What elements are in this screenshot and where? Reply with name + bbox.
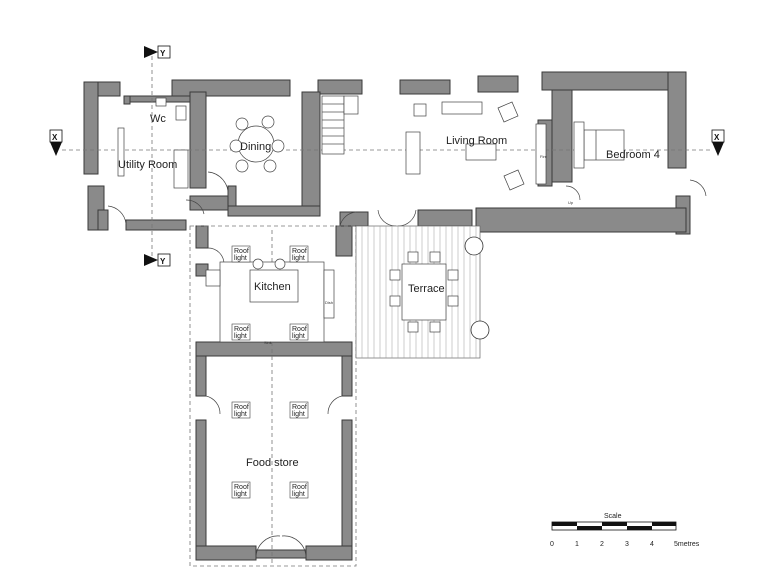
section-marker-top-y: Y	[144, 45, 171, 59]
section-marker-bottom-y: Y	[144, 253, 171, 267]
living-furniture	[405, 101, 547, 191]
svg-text:light: light	[292, 411, 305, 418]
svg-text:Y: Y	[160, 49, 166, 58]
svg-text:Roof: Roof	[292, 248, 307, 255]
kitchen-fixtures	[205, 258, 335, 343]
dining-table	[229, 115, 285, 173]
svg-text:light: light	[292, 491, 305, 498]
stairs	[321, 95, 359, 155]
bed	[573, 121, 625, 169]
scale-tick: 1	[575, 541, 579, 548]
plant-icon	[470, 320, 490, 340]
doors	[107, 171, 707, 559]
svg-text:X: X	[52, 133, 58, 142]
room-label-dining: Dining	[240, 141, 271, 153]
room-label-food-store: Food store	[246, 457, 299, 469]
sink-label: Sink	[264, 340, 272, 345]
section-marker-left-x: X	[49, 129, 63, 156]
room-label-living: Living Room	[446, 135, 507, 147]
svg-text:light: light	[234, 411, 247, 418]
svg-text:Y: Y	[160, 257, 166, 266]
stair-up-label: Up	[568, 200, 574, 205]
scale-title: Scale	[604, 513, 622, 520]
svg-text:Roof: Roof	[292, 484, 307, 491]
room-label-terrace: Terrace	[408, 283, 445, 295]
svg-text:light: light	[234, 333, 247, 340]
room-label-utility: Utility Room	[118, 159, 177, 171]
scale-tick: 5metres	[674, 541, 700, 548]
scale-tick: 2	[600, 541, 604, 548]
svg-text:light: light	[292, 255, 305, 262]
scale-bar: Scale 0 1 2 3 4 5metres	[550, 513, 700, 548]
dishwasher-label: Dish	[325, 300, 333, 305]
plant-icon	[464, 236, 484, 256]
svg-text:Roof: Roof	[234, 326, 249, 333]
svg-text:Roof: Roof	[234, 248, 249, 255]
section-marker-right-x: X	[711, 129, 725, 156]
wc-fixtures	[155, 97, 187, 121]
fire-label: Fire	[540, 154, 548, 159]
svg-text:Roof: Roof	[234, 404, 249, 411]
scale-tick: 0	[550, 541, 554, 548]
walls-annexe	[189, 225, 357, 567]
svg-text:Roof: Roof	[292, 326, 307, 333]
scale-tick: 3	[625, 541, 629, 548]
terrace-deck	[355, 225, 490, 359]
room-label-wc: Wc	[150, 113, 166, 125]
room-label-bedroom: Bedroom 4	[606, 149, 660, 161]
scale-tick: 4	[650, 541, 654, 548]
svg-text:light: light	[234, 491, 247, 498]
svg-text:Roof: Roof	[292, 404, 307, 411]
room-label-kitchen: Kitchen	[254, 281, 291, 293]
svg-text:light: light	[292, 333, 305, 340]
svg-text:X: X	[714, 133, 720, 142]
utility-fixtures	[117, 127, 189, 189]
svg-text:light: light	[234, 255, 247, 262]
svg-text:Roof: Roof	[234, 484, 249, 491]
